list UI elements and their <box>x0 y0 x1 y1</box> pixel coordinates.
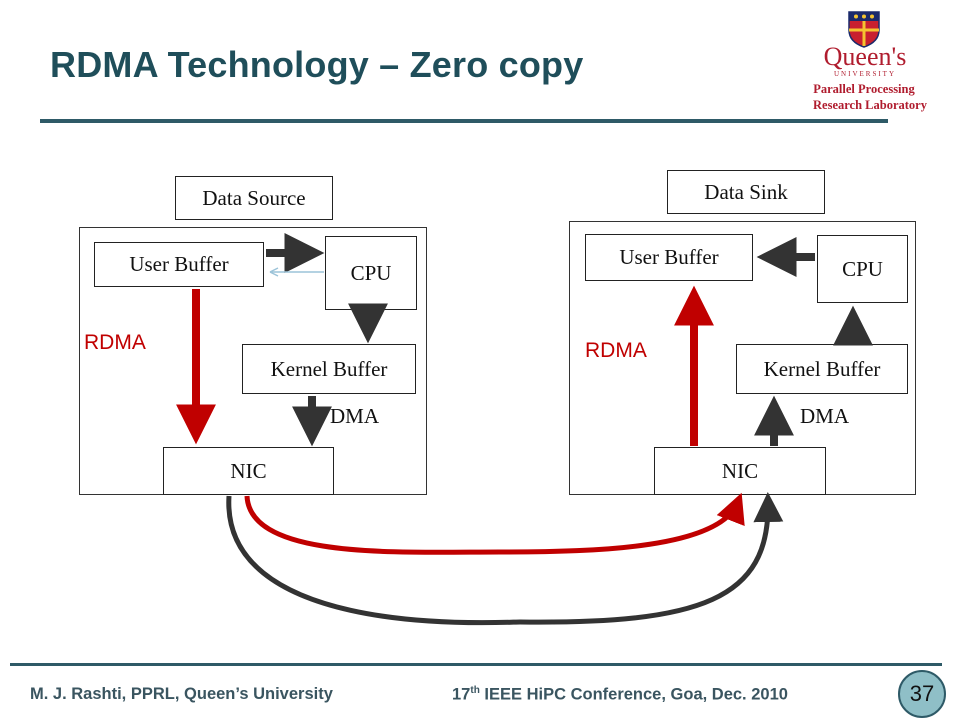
source-kernel-buffer: Kernel Buffer <box>242 344 416 394</box>
data-source-label: Data Source <box>175 176 333 220</box>
title-divider <box>40 119 888 123</box>
sink-kernel-buffer: Kernel Buffer <box>736 344 908 394</box>
sink-rdma-label: RDMA <box>585 339 647 362</box>
sink-dma-label: DMA <box>800 404 850 428</box>
data-sink-label: Data Sink <box>667 170 825 214</box>
source-cpu: CPU <box>325 236 417 310</box>
source-dma-label: DMA <box>330 404 380 428</box>
slide-title: RDMA Technology – Zero copy <box>50 44 584 85</box>
logo-lab-line1: Parallel Processing <box>813 82 915 96</box>
footer-conf-sup: th <box>470 685 480 696</box>
queens-crest-icon <box>848 11 880 48</box>
page-number-badge: 37 <box>898 670 946 718</box>
footer-author: M. J. Rashti, PPRL, Queen’s University <box>30 685 333 703</box>
rdma-network-curve <box>244 492 745 555</box>
queens-pprl-logo: Queen's UNIVERSITY Parallel Processing R… <box>800 8 930 118</box>
footer-conference: 17th IEEE HiPC Conference, Goa, Dec. 201… <box>452 685 788 705</box>
source-thin-arrowhead <box>269 267 279 277</box>
footer-divider <box>10 663 942 666</box>
logo-name: Queen's <box>823 42 907 71</box>
footer-conf-prefix: 17 <box>452 685 471 704</box>
dma-network-curve <box>226 492 784 626</box>
sink-cpu: CPU <box>817 235 908 303</box>
source-nic: NIC <box>163 447 334 495</box>
sink-user-buffer: User Buffer <box>585 234 753 281</box>
logo-university: UNIVERSITY <box>834 70 896 78</box>
logo-lab-line2: Research Laboratory <box>813 98 927 112</box>
source-user-buffer: User Buffer <box>94 242 264 287</box>
footer-conf-suffix: IEEE HiPC Conference, Goa, Dec. 2010 <box>479 685 788 704</box>
source-rdma-label: RDMA <box>84 331 146 354</box>
